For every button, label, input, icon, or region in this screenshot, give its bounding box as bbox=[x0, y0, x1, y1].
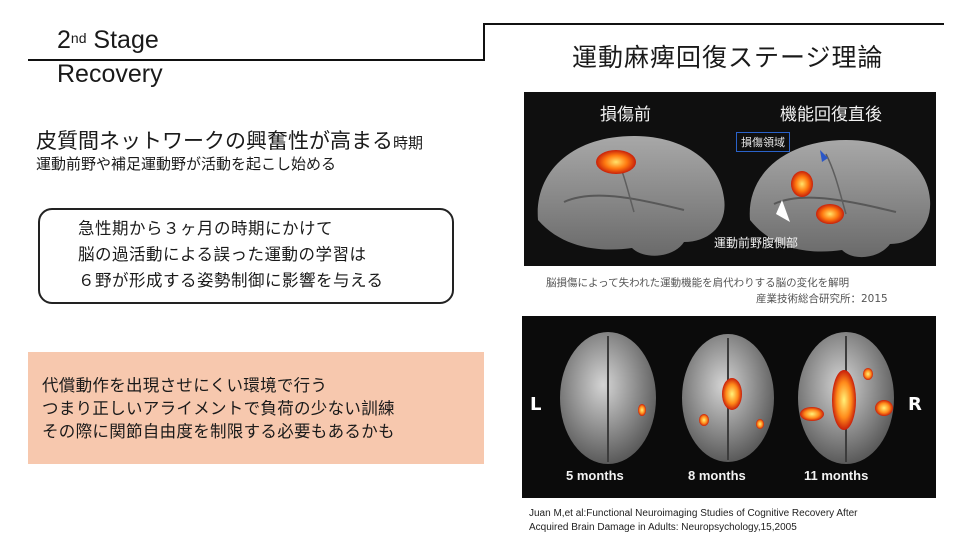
stage-subtitle: Recovery bbox=[57, 60, 163, 88]
brain-lateral-image bbox=[537, 136, 931, 258]
advice-line: つまり正しいアライメントで負荷の少ない訓練 bbox=[42, 399, 395, 418]
note-line: 脳の過活動による誤った運動の学習は bbox=[78, 245, 367, 264]
brain-lateral-figure: 損傷前 機能回復直後 損傷領域 運動前野腹側部 bbox=[524, 92, 936, 266]
label-ventral-premotor: 運動前野腹側部 bbox=[714, 236, 799, 250]
stage-title: 2nd Stage bbox=[57, 26, 159, 54]
advice-line: その際に関節自由度を制限する必要もあるかも bbox=[42, 422, 395, 441]
period-detail: 運動前野や補足運動野が活動を起こし始める bbox=[36, 155, 337, 173]
brain-topview-figure: L R 5 months 8 months 11 months bbox=[522, 316, 936, 498]
note-box: 急性期から３ヶ月の時期にかけて 脳の過活動による誤った運動の学習は ６野が形成す… bbox=[38, 208, 454, 304]
label-before-injury: 損傷前 bbox=[600, 105, 651, 125]
label-left: L bbox=[530, 394, 542, 415]
period-heading: 皮質間ネットワークの興奮性が高まる時期 bbox=[36, 129, 424, 153]
label-11-months: 11 months bbox=[804, 468, 869, 483]
label-8-months: 8 months bbox=[688, 468, 746, 483]
brain-topview-image bbox=[560, 332, 894, 464]
label-after-recovery: 機能回復直後 bbox=[780, 105, 882, 125]
label-5-months: 5 months bbox=[566, 468, 624, 483]
note-line: ６野が形成する姿勢制御に影響を与える bbox=[78, 271, 384, 290]
label-right: R bbox=[908, 394, 922, 415]
note-line: 急性期から３ヶ月の時期にかけて bbox=[78, 219, 333, 238]
figure2-reference-cont: Acquired Brain Damage in Adults: Neurops… bbox=[529, 522, 797, 533]
label-injury-region: 損傷領域 bbox=[736, 132, 790, 152]
advice-line: 代償動作を出現させにくい環境で行う bbox=[42, 376, 328, 395]
figure2-reference: Juan M,et al:Functional Neuroimaging Stu… bbox=[529, 508, 858, 519]
figure1-caption: 脳損傷によって失われた運動機能を肩代わりする脳の変化を解明 bbox=[546, 277, 850, 289]
header-rule bbox=[28, 23, 944, 61]
figure1-source: 産業技術総合研究所：2015 bbox=[756, 293, 888, 305]
theory-title: 運動麻痺回復ステージ理論 bbox=[572, 43, 884, 72]
advice-box: 代償動作を出現させにくい環境で行う つまり正しいアライメントで負荷の少ない訓練 … bbox=[28, 352, 484, 464]
